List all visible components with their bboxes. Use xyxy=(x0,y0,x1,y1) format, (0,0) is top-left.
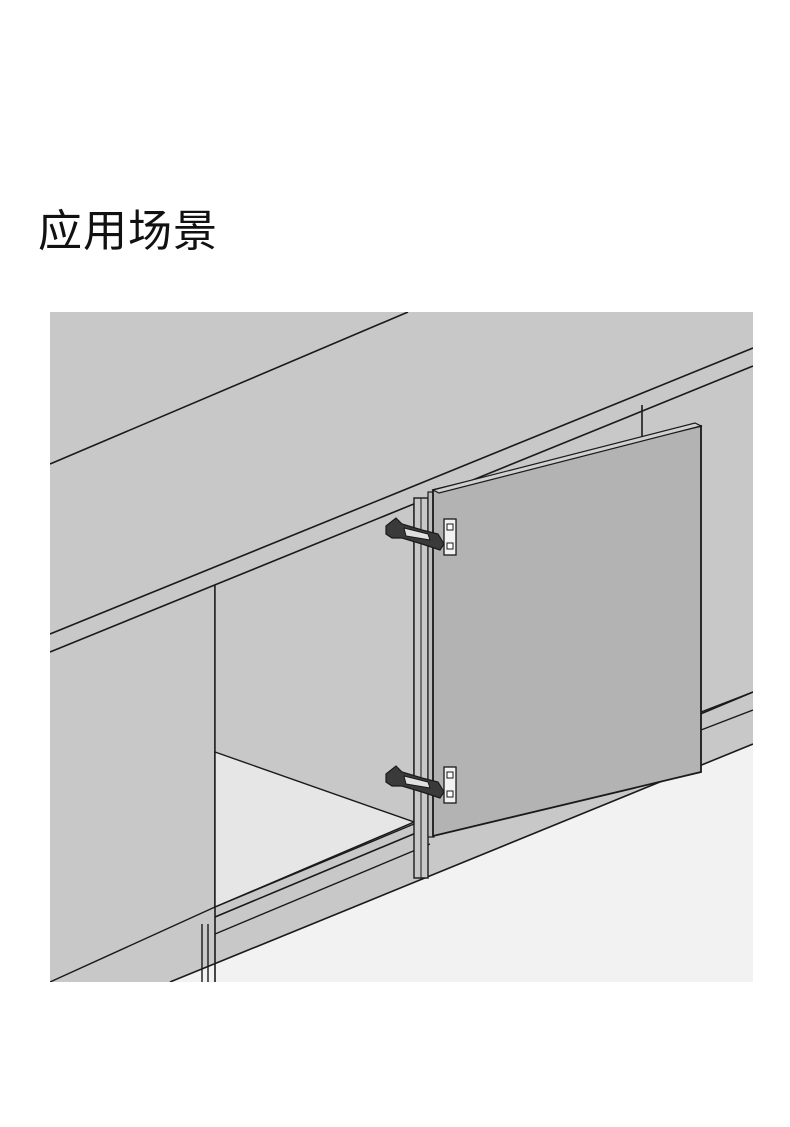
base-line-3 xyxy=(214,843,431,935)
right-rail-lower-2 xyxy=(700,709,753,731)
hinge-upper-cup xyxy=(403,527,431,541)
left-base-diag xyxy=(50,906,216,982)
hinge-upper-screw-top xyxy=(446,523,454,531)
page-heading: 应用场景 xyxy=(38,206,218,257)
hinge-upper-screw-bottom xyxy=(446,542,454,550)
hinge-upper xyxy=(385,517,457,556)
cabinet-illustration xyxy=(50,312,753,982)
hinge-lower-screw-bottom xyxy=(446,790,454,798)
cabinet-top-rail-upper xyxy=(50,347,753,635)
countertop-edge xyxy=(50,312,409,465)
shelf-front-edge xyxy=(214,823,415,908)
hinge-lower-screw-top xyxy=(446,771,454,779)
compartment-shelf xyxy=(214,751,416,909)
right-rail-lower-1 xyxy=(700,691,753,713)
hinge-lower xyxy=(385,765,457,804)
hinge-lower-cup xyxy=(403,775,431,789)
door-top-edge xyxy=(431,422,703,494)
door-panel xyxy=(432,424,702,838)
cabinet-scene xyxy=(50,312,753,982)
